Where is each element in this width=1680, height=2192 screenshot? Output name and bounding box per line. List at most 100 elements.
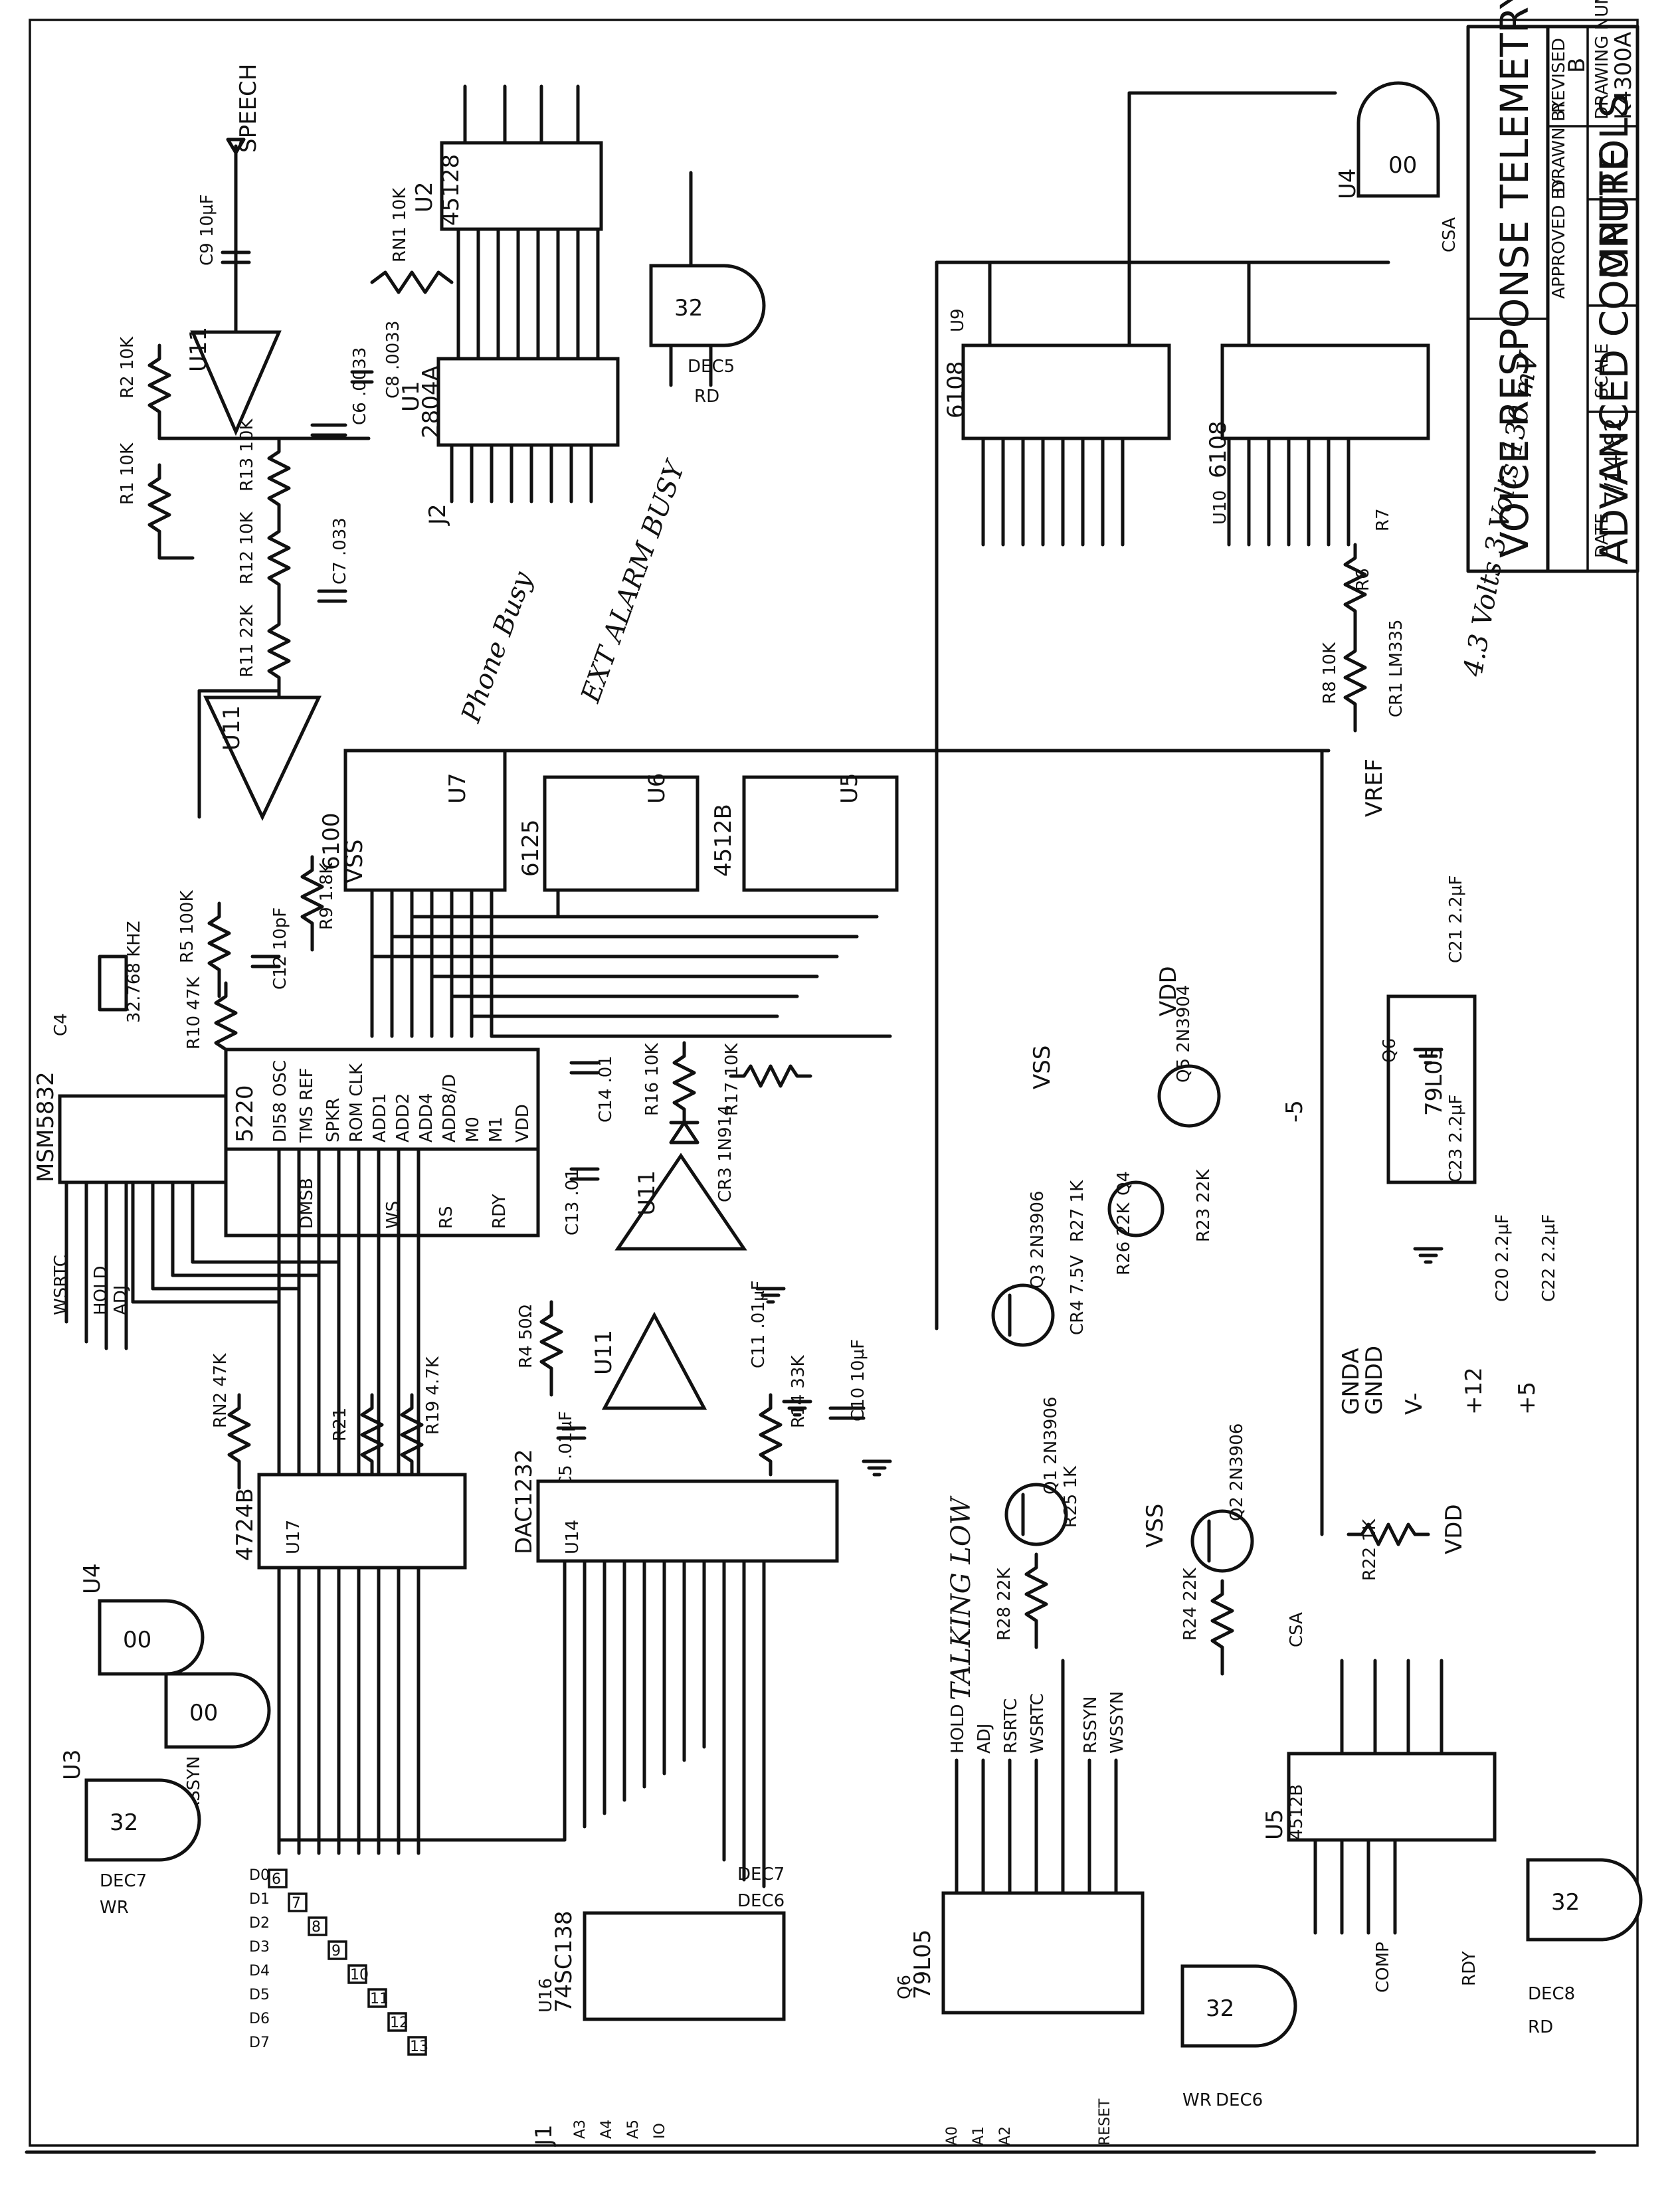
j1-io: IO — [652, 2123, 668, 2139]
u11-ref: U11 — [591, 1330, 617, 1375]
chip-part: 6100 — [318, 812, 345, 870]
gate-u4-a: 00 U4 — [79, 1563, 205, 1676]
crystal-label: 32.768 KHZ — [124, 921, 144, 1023]
diode-cr3 — [669, 1121, 700, 1144]
r1-label: R1 10K — [118, 442, 138, 505]
pin-label: RS — [436, 1206, 456, 1229]
power-legend: GNDA GNDD V- +12 +5 — [1338, 1346, 1540, 1415]
vdd-label-q5: VDD — [1155, 966, 1182, 1016]
q4-label: Q4 — [1114, 1171, 1134, 1196]
c22-label: C22 2.2µF — [1539, 1214, 1559, 1302]
chip-u7: U6 6125 — [517, 773, 700, 892]
chip-u5: U5 4512B — [1261, 1752, 1497, 1842]
rd-label: RD — [694, 387, 719, 407]
chip-part: 6125 — [517, 819, 544, 877]
chip-body — [436, 357, 620, 447]
wr-label-2: WR — [1182, 2090, 1212, 2110]
ground-icon — [755, 1048, 1444, 1477]
gate-ref: U4 — [1335, 168, 1361, 199]
r26-label: R26 22K — [1114, 1202, 1134, 1275]
chip-ref: U17 — [284, 1520, 304, 1554]
d6-pin: 12 — [390, 2015, 409, 2031]
chip-u16: 74SC138 U16 — [536, 1911, 786, 2021]
q6-ref: Q6 — [1380, 1038, 1400, 1063]
d6-label: D6 — [249, 2011, 270, 2027]
chip-ref: U2 — [411, 181, 438, 213]
d3-pin: 9 — [331, 1943, 341, 1960]
opamp-u11-low1: U11 — [614, 1152, 747, 1251]
company-text: ADVANCED COMPUTE — [1592, 147, 1637, 565]
resistor-r21 — [360, 1393, 384, 1490]
chip-ref: U1 — [398, 381, 424, 412]
resistor-r1 — [147, 463, 195, 560]
d5-pin: 11 — [370, 1991, 389, 2007]
phone-busy-note: Phone Busy — [456, 567, 539, 727]
resistor-r28 — [1024, 1552, 1048, 1649]
d2-pin: 8 — [312, 1919, 321, 1936]
drawing-number: K4300A — [1610, 32, 1637, 120]
chip-part: 4512B — [1287, 1784, 1307, 1840]
gate-u3-b: 32 WR DEC6 — [1180, 1964, 1297, 2110]
u17-a0: A0 — [944, 2126, 961, 2146]
adj-label: ADJ — [111, 1285, 131, 1315]
chip-u9: 6108 U9 — [943, 308, 1171, 440]
vss-label-q2: VSS — [1142, 1504, 1168, 1548]
pin-label: ADD8/D — [440, 1074, 460, 1142]
c13-label: C13 .01 — [563, 1168, 583, 1235]
pin-label: M0 — [463, 1117, 483, 1142]
r12-label: R12 10K — [237, 511, 257, 585]
d5-label: D5 — [249, 1987, 270, 2003]
chip-body — [257, 1473, 467, 1570]
vref-label: VREF — [1361, 759, 1388, 817]
d7-pin: 13 — [410, 2039, 428, 2055]
chip-part: 5220 — [232, 1085, 258, 1142]
pin-label: ADD1 — [370, 1093, 390, 1142]
u17-inputs: A0 A1 A2 RESET — [944, 2098, 1113, 2146]
chip-u17: 79L05 Q6 — [895, 1891, 1145, 2015]
gate-part: 00 — [123, 1627, 151, 1653]
chip-part: 2804A — [418, 365, 444, 438]
chip-ref: U9 — [948, 308, 968, 332]
gate-part: 00 — [1388, 152, 1417, 179]
r25-label: R25 1K — [1061, 1465, 1081, 1528]
chip-part: 45128 — [438, 154, 464, 226]
c20-label: C20 2.2µF — [1493, 1214, 1513, 1302]
d1-pin: 7 — [292, 1895, 301, 1912]
c9-label: C9 10µF — [197, 194, 217, 266]
u11-ref: U11 — [185, 327, 212, 372]
c6-label: C6 .0033 — [350, 347, 370, 425]
j1-a4: A4 — [599, 2120, 615, 2139]
chip-body — [941, 1891, 1145, 2015]
chip-u6: U5 4512B — [710, 773, 899, 892]
gate-ref: U3 — [59, 1749, 86, 1780]
r10-label: R10 47K — [184, 976, 204, 1050]
u17-wsrtc: WSRTC — [1028, 1693, 1048, 1754]
vdd-label-q2: VDD — [1441, 1504, 1467, 1554]
chip-u15: 4724B U17 — [232, 1473, 467, 1570]
gate-part: 32 — [674, 295, 703, 321]
dec7-label: DEC7 — [100, 1871, 147, 1891]
opamp-u11-low2: U11 — [591, 1311, 707, 1410]
chip-u10: 6108 U10 — [1205, 343, 1430, 525]
product-text: ONTROLS — [1592, 93, 1637, 279]
date-value: 7/14/82 — [1600, 418, 1627, 505]
gate-part: 32 — [110, 1809, 138, 1836]
title-block: VOICE RESPONSE TELEMETRY BD ADVANCED COM… — [1466, 0, 1639, 573]
pin-label: RDY — [490, 1194, 510, 1229]
resistor-r9 — [300, 855, 324, 952]
rn1-label: RN1 10K — [390, 187, 410, 262]
chip-part: 74SC138 — [551, 1911, 577, 2013]
r19-label: R19 4.7K — [423, 1356, 443, 1435]
chip-u1: U1 2804A J2 — [398, 357, 620, 526]
chip-part: 4724B — [232, 1488, 258, 1561]
resistor-r13 — [267, 436, 291, 533]
j1-label: J1 — [531, 2124, 557, 2147]
title-text: VOICE RESPONSE TELEMETRY BD — [1492, 0, 1537, 558]
pin-label: VDD — [513, 1104, 533, 1142]
chip-part: 79L05 — [909, 1930, 936, 1999]
c10-label: C10 10µF — [848, 1339, 868, 1421]
drawing-number-label: DRAWING NUMBER — [1592, 0, 1612, 120]
cr1-label: CR1 LM335 — [1386, 619, 1406, 717]
pin-label: DI58 OSC — [270, 1060, 290, 1142]
